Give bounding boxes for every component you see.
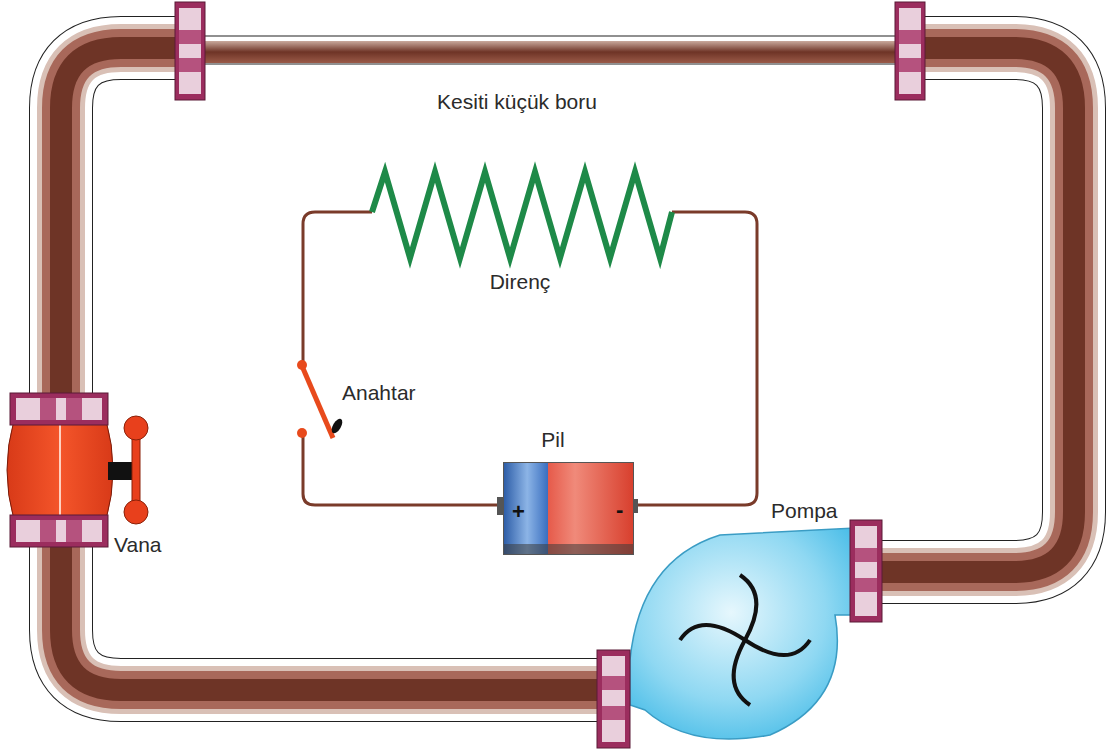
battery-pole-sign: - [616,499,623,521]
battery-pole-sign: + [512,501,525,523]
pump-label: Pompa [771,499,838,523]
battery-body: +- [503,462,634,555]
battery-label: Pil [541,428,564,452]
valve-symbol [7,393,148,547]
resistor-label: Direnç [490,270,551,294]
resistor-symbol [372,172,672,258]
valve-label: Vana [114,533,162,557]
pipe-label: Kesiti küçük boru [437,90,597,114]
switch-symbol [297,360,344,438]
small-pipe [200,36,900,64]
switch-label: Anahtar [342,381,416,405]
pump-symbol [597,520,882,748]
pipe-loop [61,48,1074,690]
pipe-flange [175,2,925,100]
